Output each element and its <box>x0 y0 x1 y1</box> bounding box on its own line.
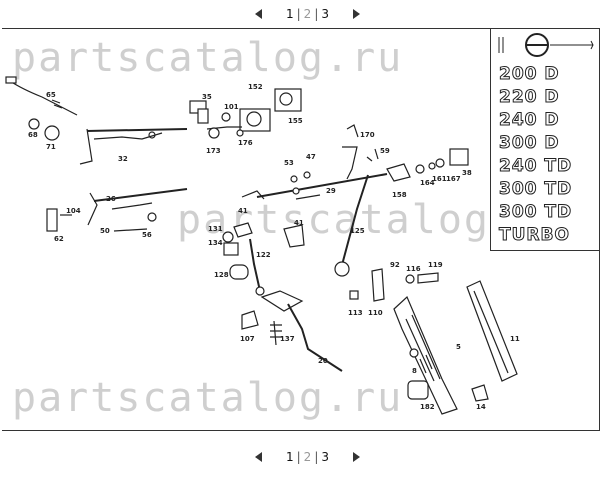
part-label[interactable]: 182 <box>420 403 435 411</box>
part-label[interactable]: 113 <box>348 309 363 317</box>
part-label[interactable]: 131 <box>208 225 223 233</box>
part-label[interactable]: 104 <box>66 207 81 215</box>
part-label[interactable]: 161 <box>432 175 447 183</box>
part-label[interactable]: 5 <box>456 343 461 351</box>
part-label[interactable]: 134 <box>208 239 223 247</box>
part-label[interactable]: 152 <box>248 83 263 91</box>
part-label[interactable]: 35 <box>202 93 212 101</box>
part-label[interactable]: 155 <box>288 117 303 125</box>
part-label[interactable]: 158 <box>392 191 407 199</box>
pager-separator: | <box>314 7 319 21</box>
part-label[interactable]: 62 <box>54 235 64 243</box>
part-label[interactable]: 26 <box>106 195 116 203</box>
page-link-3[interactable]: 3 <box>321 450 329 464</box>
page-link-2[interactable]: 2 <box>303 450 312 464</box>
cable-65 <box>9 80 78 116</box>
exploded-view-drawing: 65 68 71 32 35 101 152 155 173 176 170 5… <box>5 76 520 415</box>
model-badge: 220 D <box>499 87 560 108</box>
part-label[interactable]: 68 <box>28 131 38 139</box>
part-label[interactable]: 110 <box>368 309 383 317</box>
model-legend: 200 D 220 D 240 D 300 D 240 TD 300 TD 30… <box>490 29 599 251</box>
prev-page-arrow-icon[interactable] <box>254 452 262 462</box>
part-label[interactable]: 11 <box>510 335 520 343</box>
pager-bottom: 1 | 2 | 3 <box>0 445 615 469</box>
part-label[interactable]: 101 <box>224 103 239 111</box>
pager-separator: | <box>296 7 301 21</box>
part-label[interactable]: 176 <box>238 139 253 147</box>
part-label[interactable]: 50 <box>100 227 110 235</box>
part-label[interactable]: 29 <box>326 187 336 195</box>
model-badge: 240 D <box>499 110 560 131</box>
page-link-2[interactable]: 2 <box>303 7 312 21</box>
pager-separator: | <box>296 450 301 464</box>
part-label[interactable]: 173 <box>206 147 221 155</box>
model-badge: 240 TD <box>498 156 573 177</box>
part-label[interactable]: 125 <box>350 227 365 235</box>
watermark-top: partscatalog.ru <box>12 35 404 81</box>
part-label[interactable]: 32 <box>118 155 128 163</box>
page-link-1[interactable]: 1 <box>285 7 294 21</box>
part-label[interactable]: 164 <box>420 179 435 187</box>
model-badge: 300 D <box>499 133 560 154</box>
part-label[interactable]: 53 <box>284 159 294 167</box>
part-label[interactable]: 20 <box>318 357 328 365</box>
part-label[interactable]: 8 <box>412 367 417 375</box>
part-label[interactable]: 119 <box>428 261 443 269</box>
pager-top: 1 | 2 | 3 <box>0 2 615 26</box>
next-page-arrow-icon[interactable] <box>353 452 360 462</box>
part-label[interactable]: 167 <box>446 175 461 183</box>
manufacturer-emblem-icon <box>498 33 594 57</box>
part-label[interactable]: 41 <box>238 207 248 215</box>
part-label[interactable]: 116 <box>406 265 421 273</box>
part-label[interactable]: 122 <box>256 251 271 259</box>
part-label[interactable]: 92 <box>390 261 400 269</box>
pager-separator: | <box>314 450 319 464</box>
part-label[interactable]: 107 <box>240 335 255 343</box>
model-badge: 300 TD <box>498 202 573 223</box>
page-link-3[interactable]: 3 <box>321 7 329 21</box>
prev-page-arrow-icon[interactable] <box>254 9 262 19</box>
part-label[interactable]: 65 <box>46 91 56 99</box>
page-link-1[interactable]: 1 <box>285 450 294 464</box>
part-label[interactable]: 38 <box>462 169 472 177</box>
part-label[interactable]: 59 <box>380 147 390 155</box>
part-label[interactable]: 56 <box>142 231 152 239</box>
next-page-arrow-icon[interactable] <box>353 9 360 19</box>
model-badge: TURBO <box>499 225 570 246</box>
part-label[interactable]: 14 <box>476 403 486 411</box>
part-label[interactable]: 41 <box>294 219 304 227</box>
model-badge: 300 TD <box>498 179 573 200</box>
parts-diagram: partscatalog.ru partscatalog.ru partscat… <box>2 28 600 431</box>
part-label[interactable]: 137 <box>280 335 295 343</box>
part-label[interactable]: 47 <box>306 153 316 161</box>
part-label[interactable]: 128 <box>214 271 229 279</box>
model-badge: 200 D <box>499 64 560 85</box>
watermark-bottom: partscatalog.ru <box>12 375 404 421</box>
part-label[interactable]: 71 <box>46 143 56 151</box>
part-label[interactable]: 170 <box>360 131 375 139</box>
